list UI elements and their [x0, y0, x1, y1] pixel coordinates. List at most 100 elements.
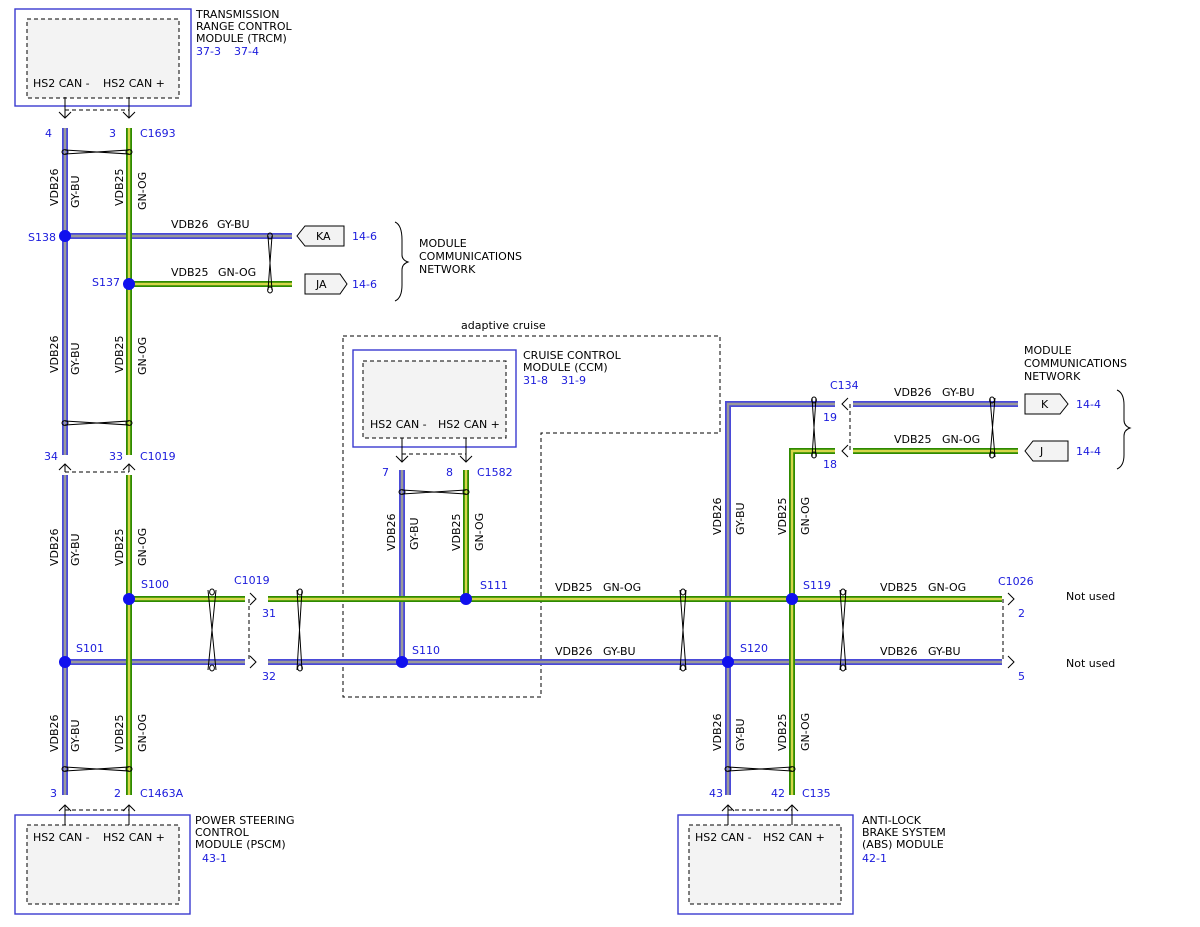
- twist-markers: [61, 149, 996, 772]
- connector-c1582: C1582: [477, 466, 513, 479]
- network-left: KA 14-6 JA 14-6 MODULE COMMUNICATIONS NE…: [296, 221, 522, 302]
- wire-circuit: VDB25: [880, 581, 918, 594]
- pin-3-bottom: 3: [50, 787, 57, 800]
- pin-19: 19: [823, 411, 837, 424]
- label-s110: S110: [412, 644, 440, 657]
- trcm-name-3: MODULE (TRCM): [196, 32, 287, 45]
- pin-42: 42: [771, 787, 785, 800]
- splice-s111[interactable]: [460, 593, 472, 605]
- splice-labels: S138 S137 S100 S101 S111 S110 S119 S120: [28, 231, 831, 657]
- ka-ref[interactable]: 14-6: [352, 230, 377, 243]
- trcm-name-1: TRANSMISSION: [195, 8, 279, 21]
- trcm-module: HS2 CAN - HS2 CAN + TRANSMISSION RANGE C…: [14, 8, 293, 107]
- ccm-name-2: MODULE (CCM): [523, 361, 608, 374]
- wire-circuit: VDB25: [776, 713, 789, 751]
- wire-color: GN-OG: [799, 713, 812, 751]
- ccm-pin-minus: HS2 CAN -: [370, 418, 427, 431]
- wire-circuit: VDB26: [711, 713, 724, 751]
- wire-color: GY-BU: [603, 645, 636, 658]
- pin-43: 43: [709, 787, 723, 800]
- network-right-line2: COMMUNICATIONS: [1024, 357, 1127, 370]
- connector-c1463a: C1463A: [140, 787, 184, 800]
- wire-color: GN-OG: [928, 581, 966, 594]
- network-left-line1: MODULE: [419, 237, 467, 250]
- wire-circuit: VDB25: [113, 528, 126, 566]
- splice-s138[interactable]: [59, 230, 71, 242]
- splice-points: [59, 230, 798, 668]
- wire-circuit: VDB26: [555, 645, 593, 658]
- wire-circuit: VDB25: [776, 497, 789, 535]
- wire-color: GY-BU: [69, 533, 82, 566]
- wire-circuit: VDB25: [450, 513, 463, 551]
- adaptive-cruise-boundary: [342, 335, 721, 698]
- pin-31: 31: [262, 607, 276, 620]
- pin-2-bottom: 2: [114, 787, 121, 800]
- label-s100: S100: [141, 578, 169, 591]
- trcm-ref-2[interactable]: 37-4: [234, 45, 259, 58]
- connector-c1019-vertical: C1019: [140, 450, 176, 463]
- pin-3-top: 3: [109, 127, 116, 140]
- wire-circuit: VDB26: [48, 714, 61, 752]
- wire-color: GY-BU: [69, 719, 82, 752]
- ccm-module: HS2 CAN - HS2 CAN + CRUISE CONTROL MODUL…: [352, 349, 622, 448]
- wire-circuit: VDB25: [555, 581, 593, 594]
- pscm-pin-minus: HS2 CAN -: [33, 831, 90, 844]
- wire-circuit: VDB25: [171, 266, 209, 279]
- label-s101: S101: [76, 642, 104, 655]
- wire-color: GN-OG: [473, 513, 486, 551]
- wire-color: GY-BU: [928, 645, 961, 658]
- pscm-name-2: CONTROL: [195, 826, 250, 839]
- ccm-ref-2[interactable]: 31-9: [561, 374, 586, 387]
- trcm-ref-1[interactable]: 37-3: [196, 45, 221, 58]
- wire-color: GN-OG: [799, 497, 812, 535]
- pscm-ref-1[interactable]: 43-1: [202, 852, 227, 865]
- wire-circuit: VDB26: [48, 528, 61, 566]
- connector-k: K: [1041, 398, 1049, 411]
- pin-5-right: 5: [1018, 670, 1025, 683]
- label-s120: S120: [740, 642, 768, 655]
- wire-color: GN-OG: [603, 581, 641, 594]
- connector-c135: C135: [802, 787, 831, 800]
- module-leads: [58, 97, 1015, 825]
- splice-s137[interactable]: [123, 278, 135, 290]
- wire-circuit: VDB25: [113, 168, 126, 206]
- connector-c1026: C1026: [998, 575, 1034, 588]
- wire-circuit: VDB25: [113, 714, 126, 752]
- pin-2-right: 2: [1018, 607, 1025, 620]
- splice-s110[interactable]: [396, 656, 408, 668]
- wire-color: GY-BU: [734, 718, 747, 751]
- trcm-pin-minus: HS2 CAN -: [33, 77, 90, 90]
- splice-s101[interactable]: [59, 656, 71, 668]
- splice-s100[interactable]: [123, 593, 135, 605]
- abs-name-3: (ABS) MODULE: [862, 838, 944, 851]
- wire-circuit: VDB26: [48, 168, 61, 206]
- splice-s119[interactable]: [786, 593, 798, 605]
- connector-c1019-horizontal: C1019: [234, 574, 270, 587]
- wire-color: GN-OG: [136, 172, 149, 210]
- abs-name-2: BRAKE SYSTEM: [862, 826, 946, 839]
- wire-circuit: VDB26: [48, 335, 61, 373]
- ccm-ref-1[interactable]: 31-8: [523, 374, 548, 387]
- label-s111: S111: [480, 579, 508, 592]
- wire-circuit: VDB25: [113, 335, 126, 373]
- vertical-wire-labels: VDB26 GY-BU VDB25 GN-OG VDB26 GY-BU VDB2…: [48, 168, 812, 752]
- adaptive-cruise-label: adaptive cruise: [461, 319, 546, 332]
- k-ref[interactable]: 14-4: [1076, 398, 1101, 411]
- abs-pin-minus: HS2 CAN -: [695, 831, 752, 844]
- abs-pin-plus: HS2 CAN +: [763, 831, 825, 844]
- abs-ref-1[interactable]: 42-1: [862, 852, 887, 865]
- label-s138: S138: [28, 231, 56, 244]
- not-used-label: Not used: [1066, 657, 1115, 670]
- connector-c134: C134: [830, 379, 859, 392]
- pscm-module: HS2 CAN - HS2 CAN + POWER STEERING CONTR…: [14, 814, 295, 915]
- label-s119: S119: [803, 579, 831, 592]
- horizontal-wire-labels: VDB26 GY-BU VDB25 GN-OG VDB25 GN-OG VDB2…: [171, 218, 980, 658]
- pin-34: 34: [44, 450, 58, 463]
- pscm-name-3: MODULE (PSCM): [195, 838, 286, 851]
- j-ref[interactable]: 14-4: [1076, 445, 1101, 458]
- wire-color: GY-BU: [69, 175, 82, 208]
- network-right-line3: NETWORK: [1024, 370, 1081, 383]
- ja-ref[interactable]: 14-6: [352, 278, 377, 291]
- splice-s120[interactable]: [722, 656, 734, 668]
